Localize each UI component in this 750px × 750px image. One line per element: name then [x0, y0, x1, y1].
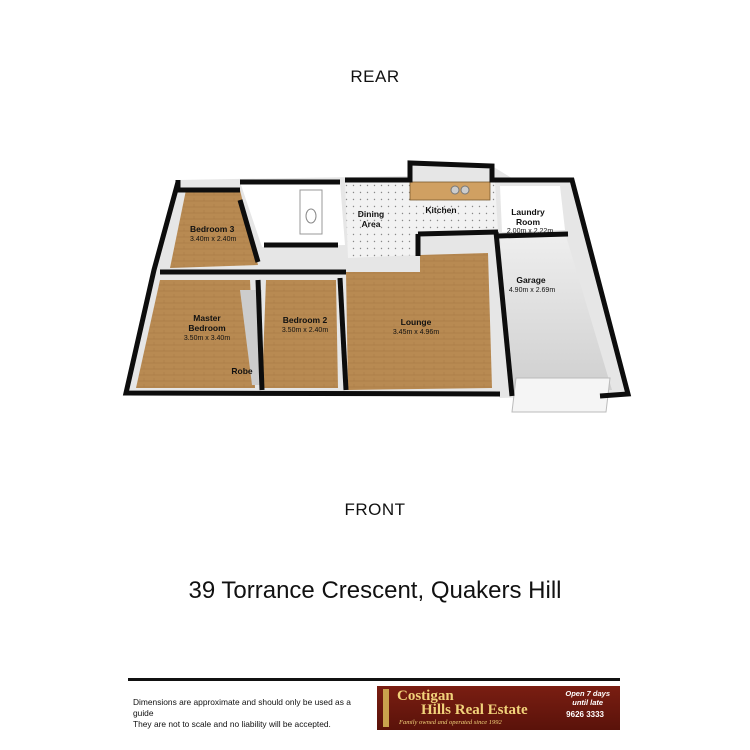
agency-logo: Costigan Hills Real Estate Family owned … — [377, 686, 620, 730]
bedroom-2-floor — [262, 280, 338, 388]
agency-hours-line-1: Open 7 days — [565, 689, 610, 698]
bedroom-3-label: Bedroom 3 — [190, 224, 235, 234]
lounge-label: Lounge — [401, 317, 432, 327]
master-bedroom-floor — [136, 280, 255, 388]
agency-tagline: Family owned and operated since 1992 — [399, 719, 502, 726]
garage-label: Garage — [516, 275, 546, 285]
disclaimer-line-2: They are not to scale and no liability w… — [133, 719, 331, 729]
garage-door-step — [511, 377, 611, 413]
agency-name-line-1: Costigan — [397, 688, 454, 704]
master-bedroom-label-line1: Master — [193, 313, 221, 323]
agency-phone: 9626 3333 — [566, 710, 604, 719]
bedroom-3-dims: 3.40m x 2.40m — [190, 236, 236, 243]
bedroom-2-dims: 3.50m x 2.40m — [282, 327, 328, 334]
robe-label: Robe — [231, 366, 253, 376]
disclaimer-line-1: Dimensions are approximate and should on… — [133, 697, 351, 718]
logo-stripe — [383, 689, 389, 727]
property-address: 39 Torrance Crescent, Quakers Hill — [188, 577, 562, 604]
agency-hours-line-2: until late — [572, 698, 604, 707]
dining-label-line1: Dining — [358, 209, 384, 219]
sink-icon-2 — [460, 185, 470, 195]
toilet — [305, 208, 317, 224]
master-bedroom-label-line2: Bedroom — [188, 323, 226, 333]
laundry-dims: 2.00m x 2.22m — [507, 228, 553, 235]
lounge-floor — [346, 253, 492, 390]
sink-icon — [450, 185, 460, 195]
front-orientation-label: FRONT — [344, 500, 406, 519]
dining-kitchen-floor — [345, 182, 498, 258]
walls — [122, 160, 632, 399]
kitchen-counter — [409, 181, 491, 201]
rear-orientation-label: REAR — [350, 67, 400, 86]
laundry-label-line1: Laundry — [511, 207, 545, 217]
disclaimer: Dimensions are approximate and should on… — [133, 697, 373, 730]
garage-floor — [500, 236, 612, 392]
kitchen-label: Kitchen — [425, 205, 456, 215]
garage-dims: 4.90m x 2.69m — [509, 287, 555, 294]
footer-divider — [128, 678, 620, 681]
bedroom-2-label: Bedroom 2 — [283, 315, 328, 325]
laundry-floor — [500, 186, 565, 232]
agency-name-line-2: Hills Real Estate — [421, 702, 528, 718]
robe-floor — [240, 290, 262, 385]
lounge-dims: 3.45m x 4.96m — [393, 329, 439, 336]
agency-hours: Open 7 days until late — [565, 689, 610, 707]
bedroom-3-floor — [170, 190, 258, 268]
laundry-label-line2: Room — [516, 217, 541, 227]
dining-label-line2: Area — [362, 219, 381, 229]
master-bedroom-dims: 3.50m x 3.40m — [184, 335, 230, 342]
